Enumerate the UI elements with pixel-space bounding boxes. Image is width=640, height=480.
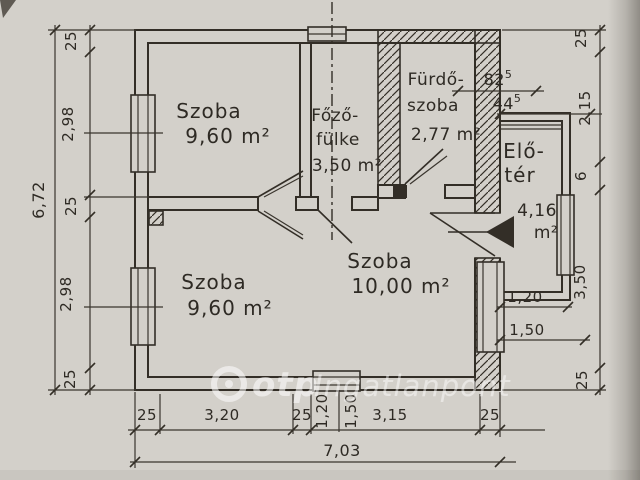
door-entrance-swing — [429, 212, 496, 257]
otp-logo-icon — [211, 366, 247, 402]
hatched-east-wall-upper — [474, 29, 501, 214]
dimension-eloter: 825 445 1,20 1,50 — [452, 68, 602, 346]
bottom-shade — [0, 470, 640, 480]
door-swings — [257, 148, 496, 257]
room-area-szoba-bottom-left: 9,60 m² — [187, 296, 272, 320]
dim-left-2: 25 — [62, 196, 80, 216]
room-name-szoba-center: Szoba — [347, 249, 412, 273]
dim-eloter-below-1: 1,50 — [509, 321, 544, 339]
entrance-arrow-icon — [448, 216, 514, 248]
dim-eloter-below-0: 1,20 — [507, 288, 542, 306]
vent-top — [307, 26, 347, 42]
watermark-suffix: Ingatlanpont — [314, 369, 511, 403]
dim-right-2: 6 — [572, 171, 590, 181]
dim-left-4: 25 — [61, 369, 79, 389]
corner-shadow — [0, 0, 16, 18]
dim-bottom-0: 25 — [137, 406, 157, 424]
window-bottom — [312, 370, 361, 392]
door-bottom-left-room — [257, 210, 304, 240]
edge-shadow — [608, 0, 640, 480]
dim-left-3: 2,98 — [57, 276, 75, 311]
dim-bottom-4: 25 — [480, 406, 500, 424]
interior-walls — [147, 42, 476, 226]
room-name-furdoszoba-1: Fürdő- — [408, 70, 465, 90]
room-area-furdoszoba: 2,77 m² — [411, 125, 481, 145]
dimension-bottom: 25 3,20 25 1,20 1,50 3,15 25 7,03 — [128, 390, 545, 468]
door-bathroom — [404, 148, 448, 185]
dim-right-3: 3,50 — [571, 264, 589, 299]
dim-bottom-3: 3,15 — [372, 406, 407, 424]
room-area-szoba-center: 10,00 m² — [351, 274, 450, 298]
room-area-unit-eloter: m² — [534, 223, 558, 243]
room-name-furdoszoba-2: szoba — [407, 96, 459, 116]
dim-bottom-total: 7,03 — [323, 441, 361, 460]
dim-eloter-width-outer: 825 — [484, 68, 513, 89]
dimension-left: 6,72 25 2,98 25 2,98 25 — [29, 24, 163, 396]
watermark: otp Ingatlanpont — [211, 365, 511, 405]
dim-bottom-window-1: 1,50 — [342, 393, 360, 428]
dim-right-1: 2,15 — [576, 90, 594, 125]
dim-eloter-width-inner: 445 — [493, 92, 522, 113]
dim-bottom-1: 3,20 — [204, 406, 239, 424]
room-name-eloter-2: tér — [504, 163, 535, 187]
room-name-fozofulke-1: Főző- — [311, 106, 359, 126]
room-area-szoba-top-left: 9,60 m² — [185, 124, 270, 148]
room-area-eloter: 4,16 — [517, 201, 557, 221]
room-name-fozofulke-2: fülke — [316, 130, 360, 150]
door-top-left-room — [257, 170, 304, 198]
dim-left-1: 2,98 — [59, 106, 77, 141]
dim-left-total: 6,72 — [29, 181, 48, 219]
dim-right-0: 25 — [572, 28, 590, 48]
hatched-pier — [148, 210, 164, 226]
room-name-szoba-top-left: Szoba — [176, 99, 241, 123]
wall-pier — [393, 185, 407, 198]
dim-bottom-2: 25 — [292, 406, 312, 424]
room-labels: Szoba 9,60 m² Főző- fülke 3,50 m² Fürdő-… — [176, 70, 558, 320]
dim-left-0: 25 — [62, 31, 80, 51]
door-kitchenette — [317, 209, 353, 244]
watermark-brand: otp — [252, 365, 319, 405]
dim-right-4: 25 — [573, 370, 591, 390]
dimension-right: 25 2,15 6 3,50 25 — [502, 24, 606, 396]
window-eloter-east — [556, 194, 575, 276]
room-name-eloter-1: Elő- — [503, 139, 545, 163]
room-name-szoba-bottom-left: Szoba — [181, 270, 246, 294]
hatched-bathroom-wall — [377, 42, 401, 186]
room-area-fozofulke: 3,50 m² — [312, 156, 382, 176]
dim-bottom-window-0: 1,20 — [313, 393, 331, 428]
